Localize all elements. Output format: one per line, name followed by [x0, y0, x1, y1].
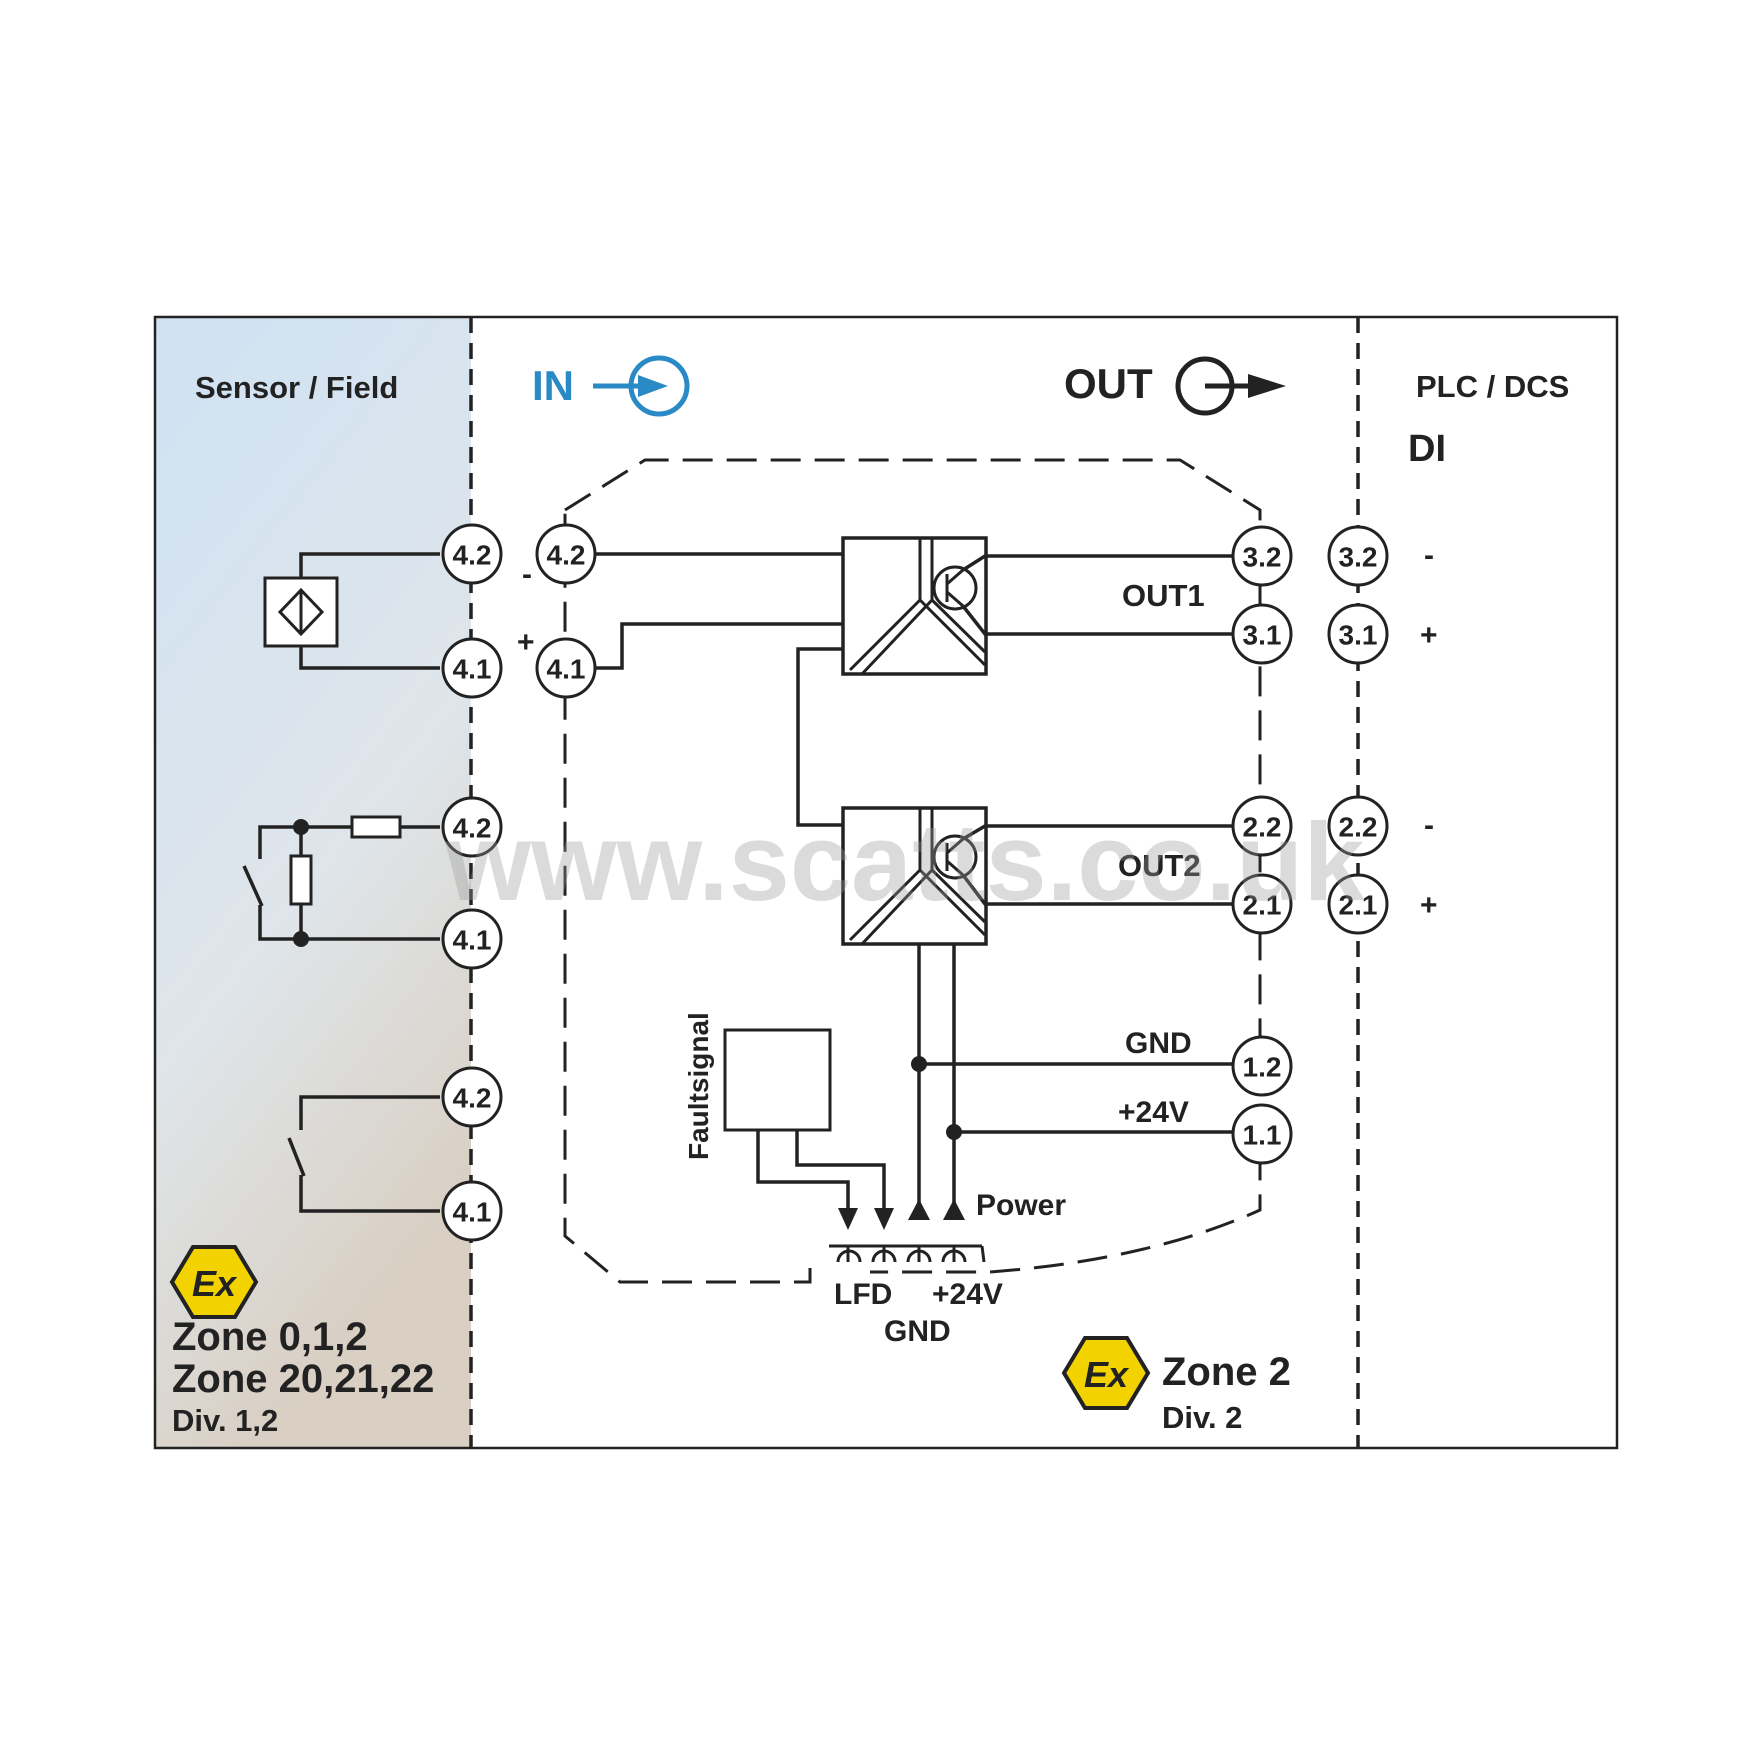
- power-label: Power: [976, 1189, 1066, 1222]
- plc-terminal: 2.1: [1327, 873, 1389, 935]
- plc-sign: -: [1424, 539, 1434, 572]
- zone-left-line2: Zone 20,21,22: [172, 1357, 434, 1401]
- in-label: IN: [532, 362, 574, 409]
- ex-hazard-icon: Ex: [1061, 1336, 1151, 1410]
- plc-sign: +: [1420, 889, 1438, 922]
- svg-text:3.1: 3.1: [1339, 620, 1378, 651]
- svg-text:2.2: 2.2: [1339, 812, 1378, 843]
- bus-connector-icon: [829, 1244, 986, 1263]
- power-arrow-icon: [943, 1199, 965, 1220]
- svg-text:2.1: 2.1: [1243, 890, 1282, 921]
- out2-label: OUT2: [1118, 848, 1201, 883]
- svg-text:3.2: 3.2: [1243, 542, 1282, 573]
- div-right: Div. 2: [1162, 1400, 1242, 1435]
- field-terminal: 4.1: [441, 908, 503, 970]
- plc-dcs-label: PLC / DCS: [1416, 369, 1569, 404]
- ex-hazard-icon: Ex: [169, 1245, 259, 1319]
- output-terminal: 3.1: [1231, 603, 1293, 665]
- out-arrow-icon: [1175, 356, 1286, 416]
- field-terminal: 4.1: [441, 637, 503, 699]
- svg-text:Ex: Ex: [1084, 1354, 1130, 1395]
- input-plus-sign: +: [517, 626, 535, 659]
- svg-text:4.1: 4.1: [453, 654, 492, 685]
- channel1-isolator-icon: [841, 536, 988, 676]
- outer-frame: [153, 315, 1619, 1450]
- fault-arrow-icon: [874, 1208, 894, 1230]
- field-terminal: 4.2: [441, 1066, 503, 1128]
- input-minus-sign: -: [522, 558, 532, 591]
- zone-left-line1: Zone 0,1,2: [172, 1315, 368, 1359]
- resistor-contact-icon: [242, 815, 440, 947]
- input-terminal: 4.2: [535, 523, 597, 585]
- output-terminal: 3.2: [1231, 525, 1293, 587]
- v24-terminal: 1.1: [1231, 1103, 1293, 1165]
- proximity-sensor-icon: [263, 552, 440, 670]
- input-terminal: 4.1: [535, 637, 597, 699]
- output-terminal: 2.2: [1231, 795, 1293, 857]
- gnd-terminal: 1.2: [1231, 1035, 1293, 1097]
- sensor-field-label: Sensor / Field: [195, 370, 398, 405]
- svg-text:4.1: 4.1: [547, 654, 586, 685]
- field-terminal: 4.2: [441, 796, 503, 858]
- plc-terminal: 3.1: [1327, 603, 1389, 665]
- svg-text:Ex: Ex: [192, 1263, 238, 1304]
- out1-label: OUT1: [1122, 578, 1205, 613]
- svg-text:4.1: 4.1: [453, 1197, 492, 1228]
- gnd-label: GND: [1125, 1027, 1192, 1060]
- svg-text:4.2: 4.2: [453, 1083, 492, 1114]
- zone-right: Zone 2: [1162, 1350, 1291, 1394]
- svg-text:2.2: 2.2: [1243, 812, 1282, 843]
- svg-text:2.1: 2.1: [1339, 890, 1378, 921]
- div-left: Div. 1,2: [172, 1403, 278, 1438]
- plc-terminal: 3.2: [1327, 525, 1389, 587]
- lfd-label: LFD: [834, 1278, 892, 1311]
- bus-v24-label: +24V: [932, 1278, 1003, 1311]
- device-outline: [563, 458, 1262, 1284]
- field-terminal: 4.2: [441, 523, 503, 585]
- faultsignal-label: Faultsignal: [683, 1012, 714, 1160]
- plc-sign: +: [1420, 619, 1438, 652]
- di-label: DI: [1408, 428, 1446, 470]
- plc-terminal: 2.2: [1327, 795, 1389, 857]
- in-arrow-icon: [593, 355, 690, 417]
- svg-text:1.2: 1.2: [1243, 1052, 1282, 1083]
- svg-text:3.2: 3.2: [1339, 542, 1378, 573]
- svg-text:4.2: 4.2: [453, 540, 492, 571]
- plc-sign: -: [1424, 809, 1434, 842]
- faultsignal-box: [723, 1028, 832, 1132]
- svg-text:4.2: 4.2: [453, 813, 492, 844]
- field-terminal: 4.1: [441, 1180, 503, 1242]
- fault-arrow-icon: [838, 1208, 858, 1230]
- output-terminal: 2.1: [1231, 873, 1293, 935]
- switch-contact-icon: [287, 1095, 440, 1213]
- power-arrow-icon: [908, 1199, 930, 1220]
- watermark: www.scatts.co.uk: [445, 801, 1366, 924]
- bus-gnd-label: GND: [884, 1315, 951, 1348]
- out-label: OUT: [1064, 360, 1153, 407]
- svg-text:3.1: 3.1: [1243, 620, 1282, 651]
- svg-text:4.2: 4.2: [547, 540, 586, 571]
- svg-text:4.1: 4.1: [453, 925, 492, 956]
- svg-text:1.1: 1.1: [1243, 1120, 1282, 1151]
- v24-label: +24V: [1118, 1096, 1189, 1129]
